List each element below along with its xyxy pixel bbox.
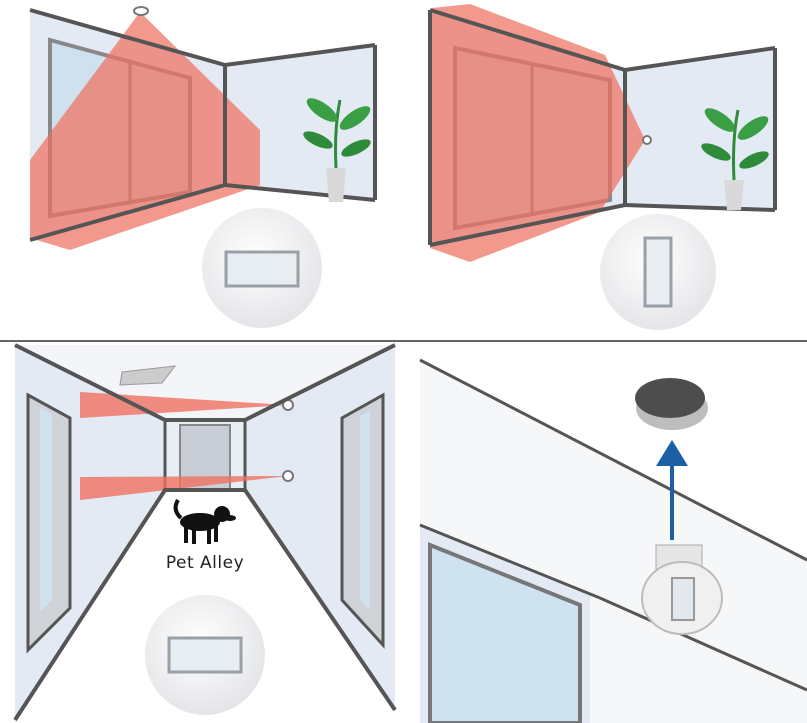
sensor-lens-vertical xyxy=(600,214,716,330)
upper-beam xyxy=(80,392,288,418)
sensor-module-icon xyxy=(641,544,723,635)
panel-pet-alley-corridor xyxy=(13,343,397,722)
plant-icon xyxy=(303,98,371,202)
sensor-lens-horizontal xyxy=(145,595,265,715)
detection-cone xyxy=(430,4,645,262)
sensor-icon xyxy=(642,135,652,145)
door-right xyxy=(340,392,385,649)
sensor-lens-horizontal xyxy=(202,208,322,328)
panel-installation xyxy=(419,358,807,723)
sensor-cover-icon xyxy=(635,378,708,430)
panel-ceiling-mount-room xyxy=(29,6,377,328)
panel-wall-mount-room xyxy=(428,4,777,330)
dog-icon xyxy=(173,498,236,544)
pet-alley-label: Pet Alley xyxy=(165,553,245,573)
door-left xyxy=(26,392,72,654)
plant-icon xyxy=(701,108,769,210)
arrow-up-icon xyxy=(656,440,688,540)
sensor-icon xyxy=(133,6,149,16)
